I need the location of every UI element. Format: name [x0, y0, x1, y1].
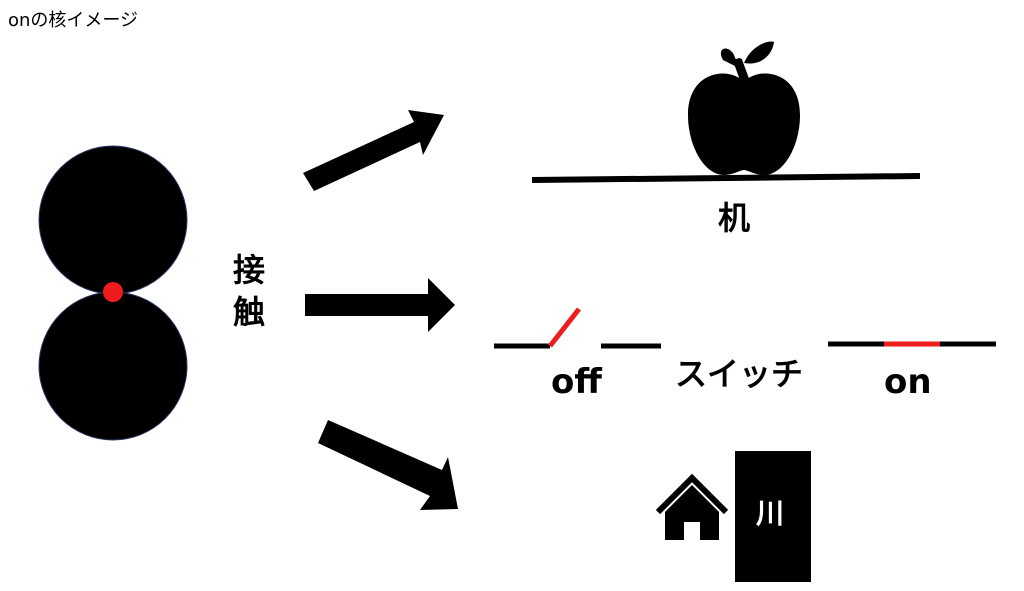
arrow-to-river: [318, 420, 458, 510]
desk-label: 机: [718, 199, 751, 237]
arrow-to-switch: [305, 278, 455, 332]
upper-sphere: [38, 145, 188, 295]
lower-sphere: [38, 291, 188, 441]
switch-center-label: スイッチ: [675, 355, 804, 393]
switch-off-contact: [548, 307, 581, 348]
arrow-to-desk: [303, 110, 444, 191]
river-block: [735, 451, 811, 582]
river-label: 川: [756, 497, 785, 530]
switch-on-label: on: [884, 362, 932, 402]
contact-label: 接触: [233, 251, 266, 331]
apple-icon: [688, 41, 800, 175]
diagram-title: onの核イメージ: [8, 10, 139, 31]
contact-point: [103, 282, 123, 302]
desk-surface: [531, 173, 921, 183]
switch-off-label: off: [551, 362, 602, 402]
house-icon: [655, 473, 729, 540]
